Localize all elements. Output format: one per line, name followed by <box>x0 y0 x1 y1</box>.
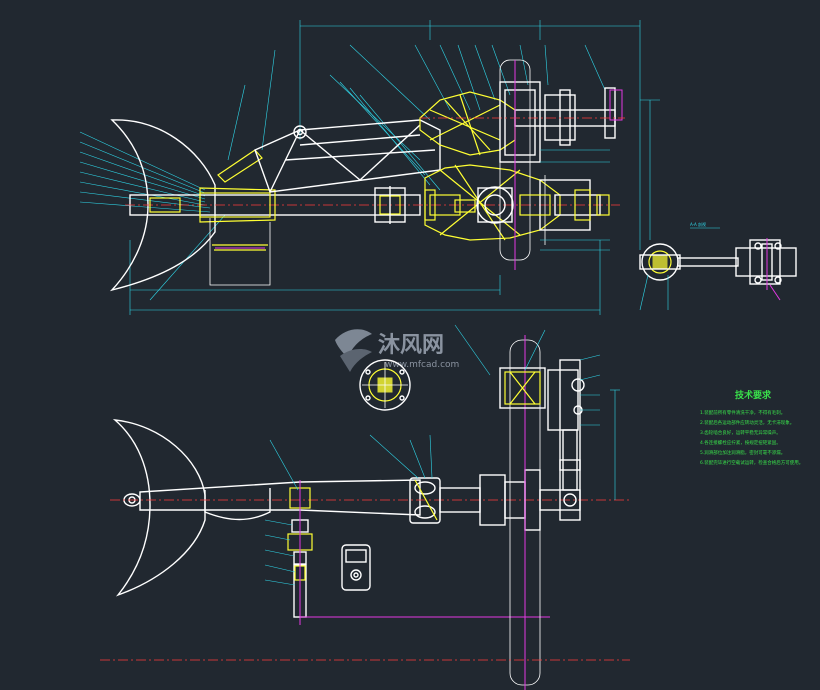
main-hub <box>476 186 514 224</box>
watermark-url: www.mfcad.com <box>385 360 459 370</box>
notes-line-3: 3.齿轮啮合良好，运转平稳无异常噪声。 <box>700 429 781 436</box>
gear-detail <box>359 359 411 411</box>
upper-gear-housing <box>419 91 516 156</box>
upper-bracket <box>499 367 546 409</box>
watermark-logo-icon <box>335 329 372 358</box>
tapered-arm <box>139 479 421 516</box>
notes-line-6: 6.装配完毕进行空载试运转，检查合格后方可使用。 <box>700 459 803 466</box>
side-detail-label: A-A 剖视 <box>690 221 706 227</box>
notes-line-2: 2.装配后各运动部件应转动灵活，无卡滞现象。 <box>700 419 794 426</box>
handle-strip <box>217 149 263 183</box>
pivot-joint <box>293 125 307 139</box>
technical-notes: 技术要求 1.装配前所有零件清洗干净，不得有毛刺。 2.装配后各运动部件应转动灵… <box>700 389 803 466</box>
watermark: 沐风网 www.mfcad.com <box>335 329 459 372</box>
sickle-blade-top <box>109 119 216 292</box>
watermark-brand: 沐风网 <box>378 333 444 358</box>
sickle-blade-bottom <box>112 419 206 597</box>
notes-title: 技术要求 <box>735 389 772 401</box>
notes-line-4: 4.各连接螺栓应拧紧，按规定扭矩紧固。 <box>700 439 781 446</box>
side-detail-view: A-A 剖视 <box>639 221 797 311</box>
notes-line-1: 1.装配前所有零件清洗干净，不得有毛刺。 <box>700 409 785 416</box>
bottom-assembly-view <box>100 324 630 690</box>
notes-line-5: 5.润滑部位加注润滑脂，密封可靠不渗漏。 <box>700 449 785 456</box>
top-assembly-view <box>79 20 660 315</box>
clamp-detail <box>341 544 371 591</box>
